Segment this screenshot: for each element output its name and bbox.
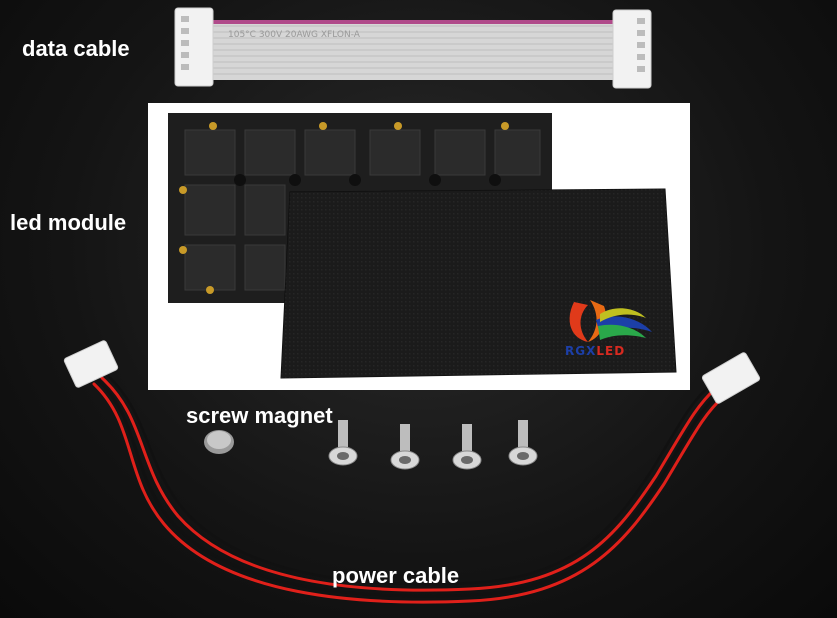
logo-brand-part2: LED	[596, 344, 626, 358]
screw-1	[328, 420, 358, 466]
data-cable: 105°C 300V 20AWG XFLON-A	[174, 7, 652, 89]
screw-4	[508, 420, 538, 466]
logo-text: RGXLED	[565, 344, 625, 358]
ribbon-connector-right	[612, 9, 652, 89]
screw-magnet	[204, 430, 234, 454]
screw-3	[452, 424, 482, 470]
ribbon-print: 105°C 300V 20AWG XFLON-A	[228, 30, 361, 40]
label-led-module: led module	[10, 210, 127, 235]
ribbon-stripe	[200, 20, 620, 24]
power-connector-left	[63, 340, 119, 388]
power-connector-right	[701, 352, 761, 404]
power-cable	[92, 372, 726, 604]
label-power-cable: power cable	[332, 563, 460, 588]
label-screw-magnet: screw magnet	[186, 403, 333, 428]
mounting-screws	[328, 420, 538, 470]
rgx-logo-icon	[569, 300, 652, 342]
logo-brand-part1: RGX	[565, 344, 597, 358]
ribbon-connector-left	[174, 7, 214, 87]
label-data-cable: data cable	[22, 36, 130, 61]
screw-2	[390, 424, 420, 470]
